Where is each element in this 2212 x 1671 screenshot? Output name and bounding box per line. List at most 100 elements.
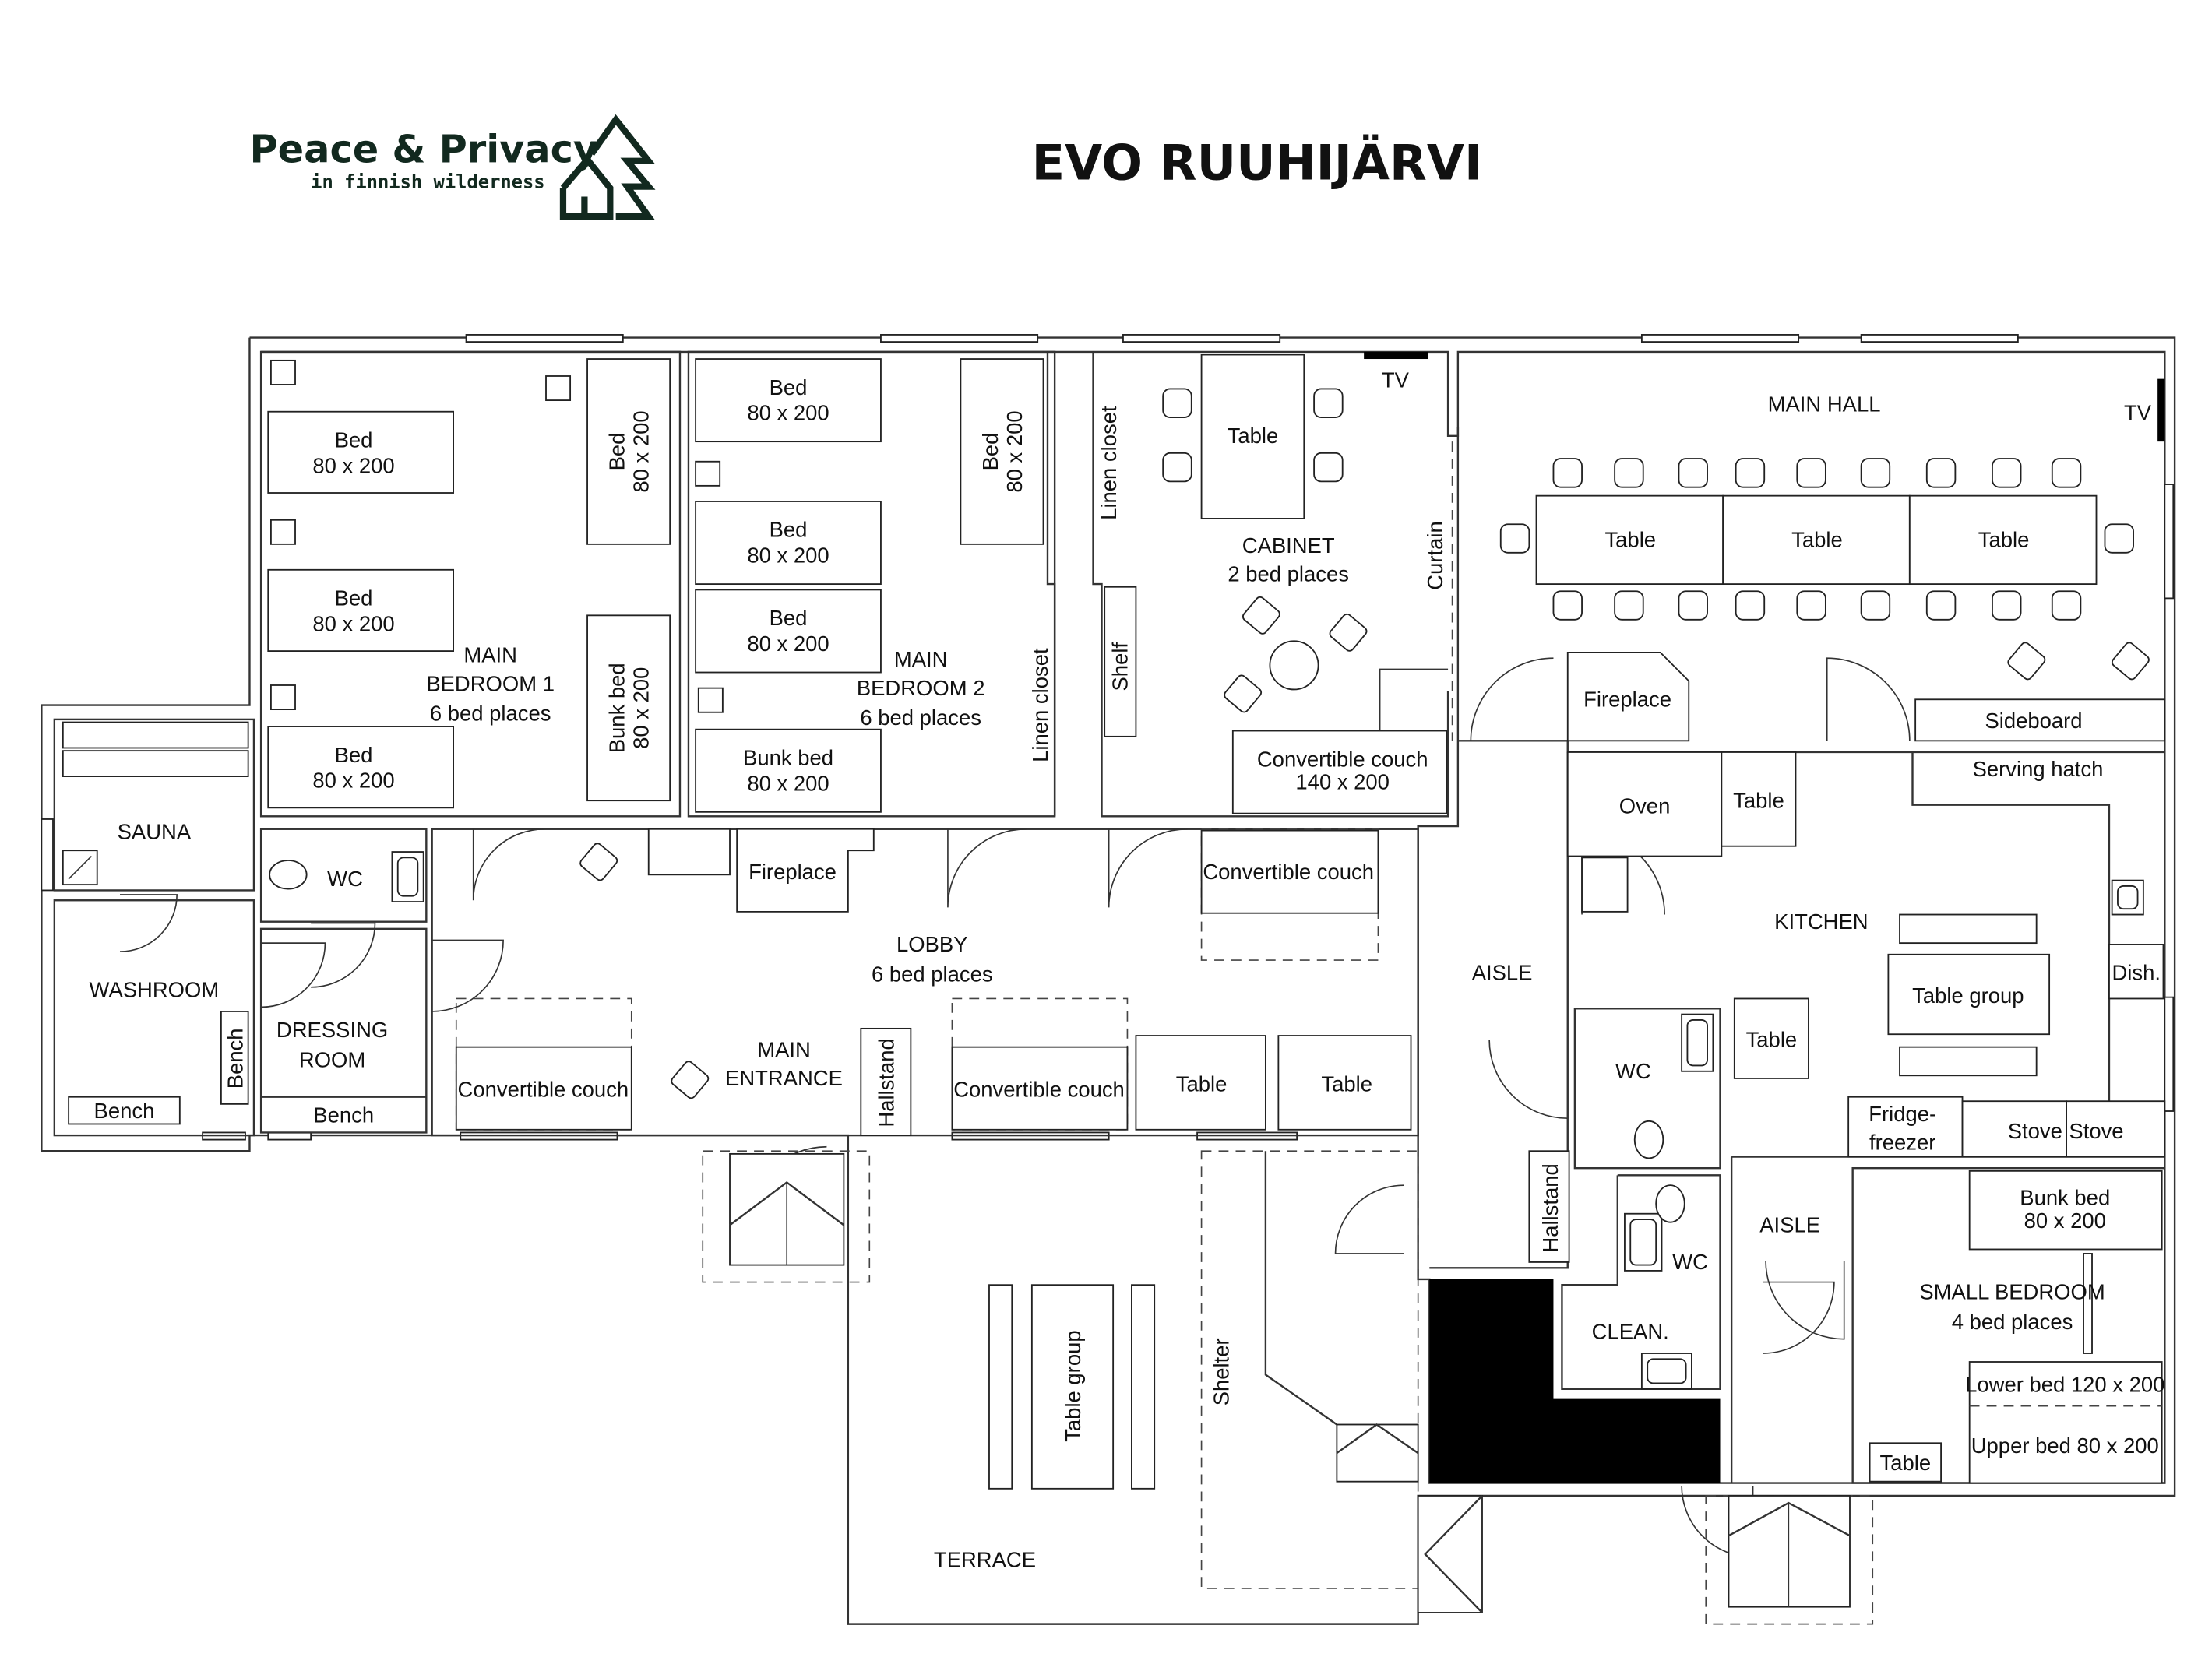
fridge-box <box>1581 857 1629 913</box>
bench <box>1131 1284 1156 1490</box>
hallstand <box>1528 1150 1570 1263</box>
room-wc-2 <box>1573 1008 1721 1170</box>
bunk-bed <box>586 614 671 802</box>
stove-label: Stove <box>2069 1119 2123 1143</box>
stool <box>695 460 721 487</box>
door <box>1470 657 1554 742</box>
bed-size: 80 x 200 <box>312 769 394 793</box>
room-label: 6 bed places <box>860 705 981 730</box>
stove-label: Stove <box>2008 1119 2062 1143</box>
door <box>311 922 376 988</box>
chair <box>1313 388 1344 418</box>
bed-label: Bed <box>335 427 373 452</box>
sideboard-label: Sideboard <box>1985 709 2082 733</box>
chair <box>1735 458 1766 488</box>
fireplace-label: Fireplace <box>1583 687 1671 711</box>
bed-size: 80 x 200 <box>747 401 829 425</box>
bed-label: Bed <box>770 375 808 399</box>
couch-size: 140 x 200 <box>1295 770 1390 794</box>
door <box>1765 1261 1845 1340</box>
chair <box>1992 590 2022 621</box>
window <box>41 818 54 892</box>
armchair <box>579 843 618 881</box>
armchair <box>2007 642 2046 681</box>
step-arrow <box>1424 1495 1483 1613</box>
convertible-couch <box>1200 829 1379 914</box>
terrace-ramp <box>1264 1151 1338 1426</box>
steps <box>1417 1495 1483 1613</box>
bed-size: 80 x 200 <box>747 544 829 568</box>
fireplace-label: Fireplace <box>748 860 837 884</box>
bed <box>267 410 455 494</box>
table <box>1722 494 1911 586</box>
bed-label: Bunk bed <box>2020 1186 2110 1210</box>
stool <box>270 684 296 711</box>
bed <box>267 726 455 809</box>
bed-label: Bunk bed <box>605 663 629 753</box>
room-label: AISLE <box>1472 961 1533 985</box>
room-label: 6 bed places <box>430 702 551 726</box>
shelter <box>1200 1150 1419 1589</box>
bunk-bed <box>1968 1170 2163 1251</box>
hallstand <box>860 1027 912 1137</box>
chair <box>1992 458 2022 488</box>
room-label: DRESSING <box>276 1018 388 1042</box>
bench-label: Bench <box>313 1103 374 1127</box>
room-label: ENTRANCE <box>725 1066 843 1090</box>
room-label: SMALL BEDROOM <box>1919 1280 2105 1304</box>
bed-size: 80 x 200 <box>312 611 394 635</box>
steps <box>1728 1495 1851 1608</box>
room-washroom <box>53 899 255 1137</box>
bed <box>695 358 882 443</box>
chair <box>1499 523 1530 554</box>
inner-wall <box>261 350 2166 1484</box>
sauna-stove-mark <box>68 855 92 880</box>
bed <box>695 501 882 586</box>
couch-label: Convertible couch <box>953 1078 1125 1102</box>
room-label: WASHROOM <box>90 978 220 1002</box>
door <box>1488 1040 1569 1119</box>
chair <box>1735 590 1766 621</box>
bench <box>68 1096 181 1125</box>
dish-label: Dish. <box>2112 961 2161 985</box>
fireplace <box>1566 651 1690 742</box>
bed-label: Bed <box>770 518 808 542</box>
fireplace <box>736 828 875 913</box>
table-label: Table <box>1791 528 1843 552</box>
door <box>1763 1281 1835 1354</box>
sink-basin <box>1686 1019 1708 1067</box>
chair <box>1552 458 1583 488</box>
shelf <box>1104 586 1137 737</box>
room-label: MAIN <box>894 647 948 671</box>
stool <box>270 359 296 385</box>
table-label: Table <box>1880 1451 1932 1475</box>
serving-hatch-label: Serving hatch <box>1973 757 2104 781</box>
couch-label: Convertible couch <box>1257 747 1428 771</box>
bed-label: Bed <box>335 743 373 767</box>
room-label: CLEAN. <box>1592 1320 1669 1344</box>
table-label: Table <box>1733 788 1784 812</box>
oven <box>1566 751 1723 857</box>
room-label: BEDROOM 1 <box>426 671 555 695</box>
sauna-bench <box>62 750 249 777</box>
brand-name: Peace & Privacy <box>249 127 598 172</box>
chair <box>1224 674 1263 713</box>
stove <box>1961 1100 2067 1158</box>
chair <box>1925 458 1957 488</box>
stool <box>545 375 572 402</box>
chair <box>1860 458 1891 488</box>
bed <box>267 568 455 652</box>
bed-label: Bed <box>770 606 808 630</box>
brand-tagline: in finnish wilderness <box>311 171 544 192</box>
room-wc <box>259 828 428 923</box>
door <box>119 894 178 952</box>
linen-closet-label: Linen closet <box>1028 648 1052 762</box>
steps-dashed <box>702 1150 871 1283</box>
hallstand-label: Hallstand <box>874 1038 898 1127</box>
chair <box>1552 590 1583 621</box>
bed-size: 80 x 200 <box>629 667 653 749</box>
bunk-bed <box>1968 1361 2163 1484</box>
table-label: Table <box>1604 528 1656 552</box>
chair <box>1329 613 1368 652</box>
